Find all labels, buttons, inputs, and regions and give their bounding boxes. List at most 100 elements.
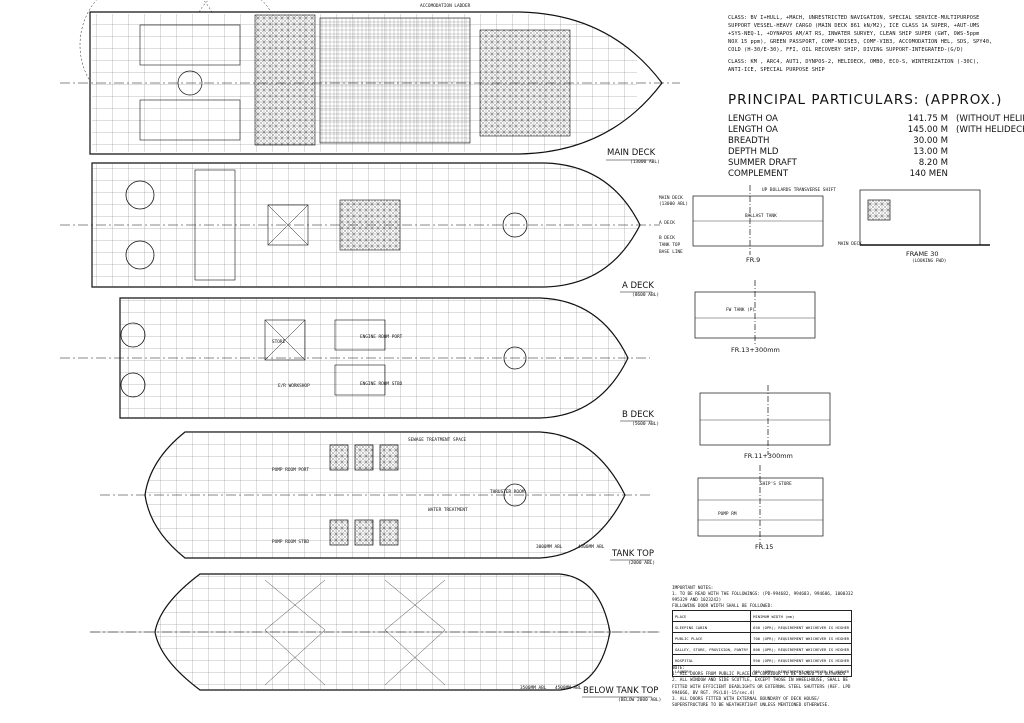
- note-4: 994666, BV RGT. PS(LO)-15/sec.4): [672, 690, 755, 696]
- class-line-7: ANTI-ICE, SPECIAL PURPOSE SHIP: [728, 67, 825, 73]
- table-cell: GALLEY, STORE, PROVISION, PANTRY: [671, 643, 752, 655]
- note-6: SUPERSTRUCTURE TO BE WEATHERTIGHT UNLESS…: [672, 703, 830, 709]
- dim-4500: 4500MM ABL: [578, 545, 605, 550]
- table-cell: 950 (OPR); REQUIREMENT WHICHEVER IS HIGH…: [750, 654, 853, 666]
- below-tank-top-plan: [90, 573, 660, 691]
- table-cell: SLEEPING CABIN: [671, 621, 752, 633]
- room-water-treatment: WATER TREATMENT: [428, 508, 468, 513]
- table-row: GALLEY, STORE, PROVISION, PANTRY 800 (OP…: [671, 643, 853, 655]
- table-cell: LAUNDRY: [671, 665, 752, 677]
- room-fw-tank: FW TANK (P): [726, 308, 756, 313]
- pp-value: 13.00 M: [913, 147, 948, 157]
- notes-block: NOTE: 1. ALL DOORS FROM PUBLIC PLACE OR …: [672, 666, 851, 709]
- a-deck-sub: (8600 ABL): [632, 293, 660, 298]
- note-3: FITTED WITH EFFICIENT DEADLIGHTS OR EXTE…: [672, 684, 851, 690]
- cross-sections: [692, 185, 990, 545]
- room-sewage: SEWAGE TREATMENT SPACE: [408, 438, 467, 443]
- tank-top-label: TANK TOP: [612, 549, 654, 559]
- pp-row-draft: SUMMER DRAFT 8.20 M: [728, 158, 948, 169]
- table-cell: 700 (OPR); REQUIREMENT WHICHEVER IS HIGH…: [750, 665, 853, 677]
- section-frame30-label: FRAME 30: [906, 250, 939, 258]
- a-deck-label: A DECK: [622, 281, 654, 291]
- door-table-header: PLACE MINIMUM WIDTH (mm): [671, 610, 853, 622]
- door-width-table: PLACE MINIMUM WIDTH (mm) SLEEPING CABIN …: [671, 610, 853, 677]
- sec-b-deck: B DECK: [659, 236, 675, 241]
- room-engine-stbd: ENGINE ROOM STBD: [360, 382, 403, 387]
- note-5: 3. ALL DOORS FITTED WITH EXTERNAL BOUNDA…: [672, 697, 820, 703]
- table-row: LAUNDRY 700 (OPR); REQUIREMENT WHICHEVER…: [671, 665, 853, 677]
- pp-label: COMPLEMENT: [728, 169, 789, 179]
- section-fr11-label: FR.11+300mm: [744, 452, 793, 460]
- accom-ladder-label: ACCOMODATION LADDER: [420, 4, 471, 9]
- room-er-workshop: E/R WORKSHOP: [278, 384, 310, 389]
- room-thruster: THRUSTER ROOM: [490, 490, 525, 495]
- table-cell: 700 (OPR); REQUIREMENT WHICHEVER IS HIGH…: [750, 632, 853, 644]
- class-line-6: CLASS: KM , ARC4, AUT1, DYNPOS-2, HELIDE…: [728, 59, 980, 65]
- section-fr13-label: FR.13+300mm: [731, 346, 780, 354]
- sec-a-deck: A DECK: [659, 221, 675, 226]
- pp-note: (WITHOUT HELIDECK): [956, 114, 1024, 124]
- section-frame30-sub: (LOOKING FWD): [912, 259, 947, 264]
- pp-label: LENGTH OA: [728, 114, 778, 124]
- room-store: STORE: [272, 340, 286, 345]
- pp-row-complement: COMPLEMENT 140 MEN: [728, 169, 948, 180]
- a-deck-plan: [60, 162, 660, 288]
- note-2: 2. ALL WINDOW AND SIDE SCUTTLE, EXCEPT T…: [672, 678, 848, 684]
- pp-row-depth: DEPTH MLD 13.00 M: [728, 147, 948, 158]
- pp-value: 140 MEN: [909, 169, 948, 179]
- section-fr15-label: FR.15: [755, 543, 774, 551]
- room-ballast: BALLAST TANK: [745, 214, 777, 219]
- dim-3500: 3500MM ABL: [520, 686, 547, 691]
- table-cell: PUBLIC PLACE: [671, 632, 752, 644]
- class-line-4: NOX 15 ppm), GREEN PASSPORT, COMF-NOISE3…: [728, 39, 993, 45]
- table-cell: 650 (OPR); REQUIREMENT WHICHEVER IS HIGH…: [750, 621, 853, 633]
- important-note-2: 995329 AND 1023242): [672, 598, 722, 604]
- table-cell: 800 (OPR); REQUIREMENT WHICHEVER IS HIGH…: [750, 643, 853, 655]
- table-row: SLEEPING CABIN 650 (OPR); REQUIREMENT WH…: [671, 621, 853, 633]
- important-notes-title: IMPORTANT NOTES:: [672, 586, 714, 591]
- b-deck-plan: [60, 297, 650, 419]
- pp-value: 8.20 M: [918, 158, 948, 168]
- tank-top-sub: (2000 ABL): [628, 561, 656, 566]
- table-row: HOSPITAL 950 (OPR); REQUIREMENT WHICHEVE…: [671, 654, 853, 666]
- notes-title: NOTE:: [672, 666, 685, 671]
- principal-particulars-title: PRINCIPAL PARTICULARS: (APPROX.): [728, 92, 1003, 108]
- door-table-title: FOLLOWING DOOR WIDTH SHALL BE FOLLOWED:: [672, 604, 773, 609]
- sec-main-deck-sub: (13000 ABL): [659, 202, 689, 207]
- sec-main-deck: MAIN DECK: [659, 196, 683, 201]
- pp-label: LENGTH OA: [728, 125, 778, 135]
- main-deck-sub: (13000 ABL): [630, 160, 660, 165]
- pp-label: BREADTH: [728, 136, 770, 146]
- room-engine-port: ENGINE ROOM PORT: [360, 335, 403, 340]
- sec-main-deck-right: MAIN DECK: [838, 242, 862, 247]
- important-notes-block: IMPORTANT NOTES: 1. TO BE READ WITH THE …: [672, 586, 853, 605]
- room-pump-port: PUMP ROOM PORT: [272, 468, 310, 473]
- pp-note: (WITH HELIDECK): [956, 125, 1024, 135]
- class-notes-block: CLASS: BV I+HULL, +MACH, UNRESTRICTED NA…: [728, 14, 992, 74]
- pp-value: 145.00 M: [907, 125, 948, 135]
- note-1: 1. ALL DOORS FROM PUBLIC PLACE OR CORRID…: [672, 672, 846, 678]
- dim-3000: 3000MM ABL: [536, 545, 563, 550]
- pp-value: 30.00 M: [913, 136, 948, 146]
- important-note-1: 1. TO BE READ WITH THE FOLLOWINGS: (PD-9…: [672, 592, 854, 598]
- pp-row-length-oa-1: LENGTH OA 141.75 M (WITHOUT HELIDECK): [728, 114, 1024, 125]
- pp-row-length-oa-2: LENGTH OA 145.00 M (WITH HELIDECK): [728, 125, 1024, 136]
- room-pump-stbd: PUMP ROOM STBD: [272, 540, 310, 545]
- section-fr9-label: FR.9: [746, 256, 761, 264]
- door-col-place: PLACE: [671, 610, 752, 622]
- class-line-1: CLASS: BV I+HULL, +MACH, UNRESTRICTED NA…: [728, 15, 980, 21]
- tank-top-plan: [100, 431, 650, 559]
- sec-bollards-note: UP BOLLARDS TRANSVERSE SHIFT: [762, 188, 837, 193]
- pp-label: DEPTH MLD: [728, 147, 779, 157]
- b-deck-label: B DECK: [622, 410, 654, 420]
- class-line-5: COLD (H-30/E-30), FFI, OIL RECOVERY SHIP…: [728, 47, 964, 53]
- pp-row-breadth: BREADTH 30.00 M: [728, 136, 948, 147]
- dim-4500-b: 4500MM ABL: [555, 686, 582, 691]
- sec-base-line: BASE LINE: [659, 250, 683, 255]
- room-pump-rm: PUMP RM: [718, 512, 737, 517]
- room-ships-store: SHIP'S STORE: [760, 482, 792, 487]
- pp-value: 141.75 M: [907, 114, 948, 124]
- pp-label: SUMMER DRAFT: [728, 158, 797, 168]
- sec-tank-top: TANK TOP: [659, 243, 681, 248]
- deck-label-leaders: [582, 159, 652, 698]
